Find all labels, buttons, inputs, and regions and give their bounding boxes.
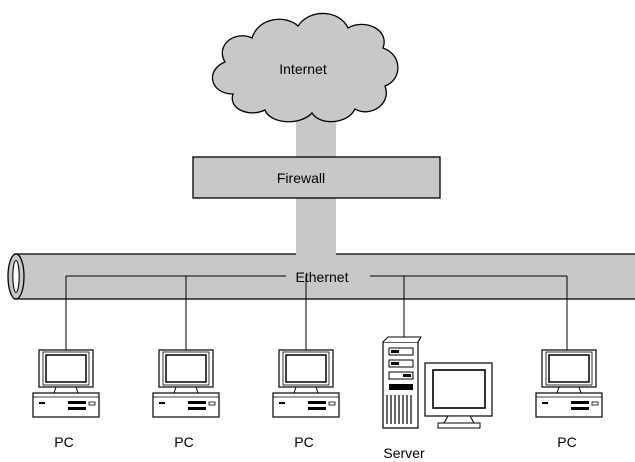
firewall-ethernet-link [296, 197, 336, 255]
firewall-label: Firewall [277, 170, 325, 186]
drop-lines [65, 276, 568, 350]
pc-label: PC [294, 434, 313, 450]
firewall-box [192, 156, 441, 199]
ethernet-label: Ethernet [296, 269, 349, 285]
internet-cloud [211, 12, 399, 123]
pc-computer-icon [32, 349, 100, 418]
pc-computer-icon [272, 349, 340, 418]
pc-label: PC [557, 434, 576, 450]
server-icon [382, 336, 493, 429]
pc-computer-icon [535, 349, 603, 418]
pc-computer-icon [152, 349, 220, 418]
server-label: Server [383, 445, 425, 461]
pc-label: PC [54, 434, 73, 450]
internet-label: Internet [279, 61, 327, 77]
pc-label: PC [174, 434, 193, 450]
